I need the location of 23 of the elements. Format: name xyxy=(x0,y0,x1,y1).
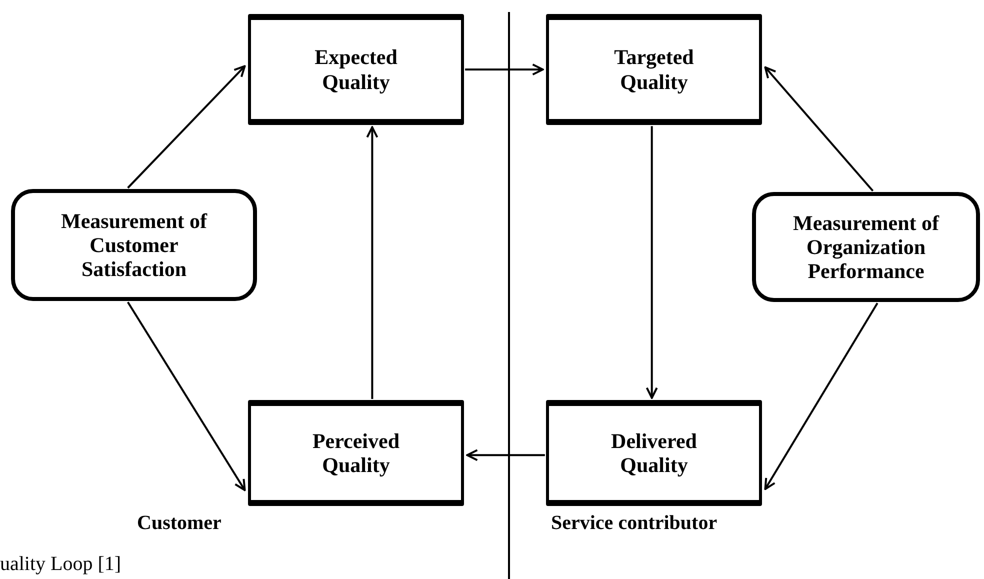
measurement-box xyxy=(11,189,257,301)
side-label: Customer xyxy=(137,512,222,535)
arrow xyxy=(127,65,246,189)
arrow xyxy=(366,126,378,399)
node-label: Expected Quality xyxy=(314,45,398,94)
side-label: Service contributor xyxy=(551,512,718,535)
quality-box xyxy=(248,400,464,506)
arrow xyxy=(764,66,874,192)
arrow xyxy=(764,302,878,490)
measurement-box xyxy=(752,192,980,302)
quality-box xyxy=(248,14,464,125)
arrow xyxy=(465,64,544,76)
caption: uality Loop [1] xyxy=(0,553,122,576)
node-label: Targeted Quality xyxy=(613,45,695,94)
quality-box xyxy=(546,400,762,506)
node-label: Perceived Quality xyxy=(311,428,401,478)
arrow xyxy=(466,449,545,462)
node-label: Delivered Quality xyxy=(610,428,698,478)
node-label: Measurement of Customer Satisfaction xyxy=(60,208,208,282)
arrow xyxy=(646,126,658,399)
node-label: Measurement of Organization Performance xyxy=(792,210,940,284)
quality-box xyxy=(546,14,762,125)
arrow xyxy=(127,302,246,492)
